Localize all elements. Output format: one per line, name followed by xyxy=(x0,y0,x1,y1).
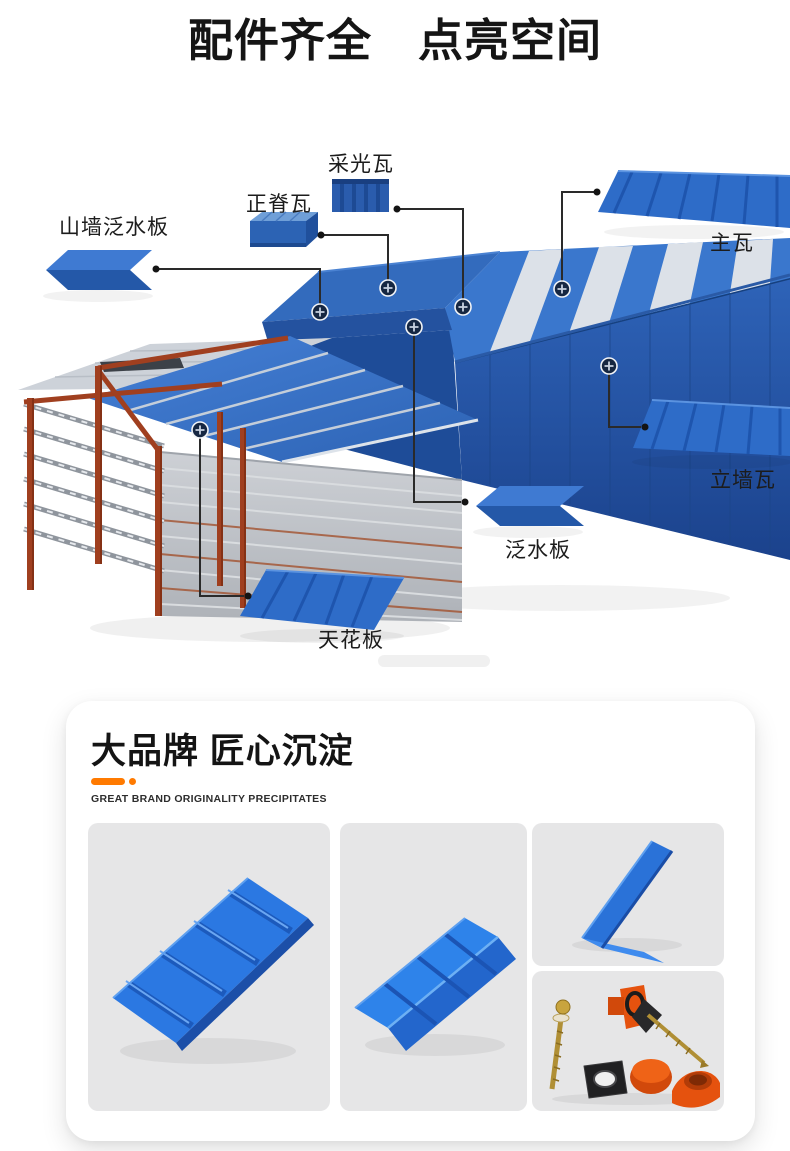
angle-steel-image xyxy=(572,840,682,963)
roof-sheet-image xyxy=(112,877,314,1064)
warehouse-diagram-illustration xyxy=(18,170,790,667)
ridge-cap-image xyxy=(354,917,516,1056)
thumb-flashing xyxy=(473,486,584,538)
connector-dots xyxy=(152,188,649,600)
label-main-tile: 主瓦 xyxy=(710,232,754,255)
thumb-ridge-tile xyxy=(250,211,318,247)
product-tile-angle-steel xyxy=(532,823,724,966)
brand-heading: 大品牌 匠心沉淀 xyxy=(91,732,354,771)
thumb-wall-tile xyxy=(632,399,790,469)
accent-bar xyxy=(91,778,125,785)
skylight-stripes xyxy=(489,239,773,354)
page-title: 配件齐全 点亮空间 xyxy=(187,15,602,66)
thumb-skylight-tile xyxy=(332,179,389,212)
label-ridge-tile: 正脊瓦 xyxy=(246,193,312,216)
fastener-kit-image xyxy=(549,985,720,1108)
product-tile-ridge-cap xyxy=(340,823,527,1111)
thumb-gable-flashing xyxy=(43,250,153,302)
product-tile-roof-sheet xyxy=(88,823,330,1111)
thumb-main-tile xyxy=(598,170,790,239)
connector-lines xyxy=(156,191,641,597)
accent-dot xyxy=(129,778,136,785)
thumb-ceiling xyxy=(240,569,405,643)
target-markers xyxy=(191,279,618,439)
label-skylight-tile: 采光瓦 xyxy=(328,153,394,176)
label-flashing: 泛水板 xyxy=(505,539,571,562)
label-ceiling: 天花板 xyxy=(318,629,384,652)
red-frame xyxy=(23,335,289,616)
brand-card: 大品牌 匠心沉淀 GREAT BRAND ORIGINALITY PRECIPI… xyxy=(66,701,755,1141)
brand-subheading: GREAT BRAND ORIGINALITY PRECIPITATES xyxy=(91,793,327,805)
label-wall-tile: 立墙瓦 xyxy=(710,469,776,492)
product-tile-fastener-kit xyxy=(532,971,724,1111)
right-warehouse xyxy=(262,238,790,560)
side-rails xyxy=(23,401,165,574)
label-gable-flashing: 山墙泛水板 xyxy=(59,216,169,239)
